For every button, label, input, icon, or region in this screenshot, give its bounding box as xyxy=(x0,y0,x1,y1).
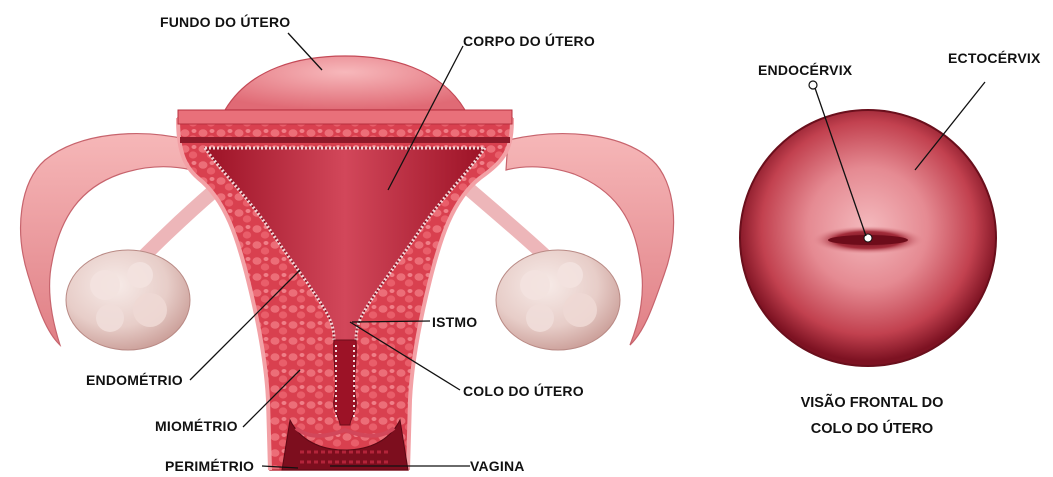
uterus-illustration xyxy=(21,56,674,470)
endocervix-pointer-icon xyxy=(809,81,817,89)
label-endometrio: ENDOMÉTRIO xyxy=(86,372,183,388)
caption-line-1: VISÃO FRONTAL DO xyxy=(762,395,982,411)
cervix-frontal-view xyxy=(740,110,996,366)
caption-line-2: COLO DO ÚTERO xyxy=(762,421,982,437)
cervical-canal xyxy=(334,340,357,425)
label-vagina: VAGINA xyxy=(470,458,525,474)
label-miometrio: MIOMÉTRIO xyxy=(155,418,238,434)
left-ovary xyxy=(66,250,190,350)
label-colo-do-utero: COLO DO ÚTERO xyxy=(463,383,584,399)
right-ovary xyxy=(496,250,620,350)
label-ectocervix: ECTOCÉRVIX xyxy=(948,50,1041,66)
label-fundo-do-utero: FUNDO DO ÚTERO xyxy=(160,14,290,30)
label-perimetrio: PERIMÉTRIO xyxy=(165,458,254,474)
label-corpo-do-utero: CORPO DO ÚTERO xyxy=(463,33,595,49)
label-istmo: ISTMO xyxy=(432,314,477,330)
label-endocervix: ENDOCÉRVIX xyxy=(758,62,852,78)
uterine-fundus xyxy=(225,56,465,110)
